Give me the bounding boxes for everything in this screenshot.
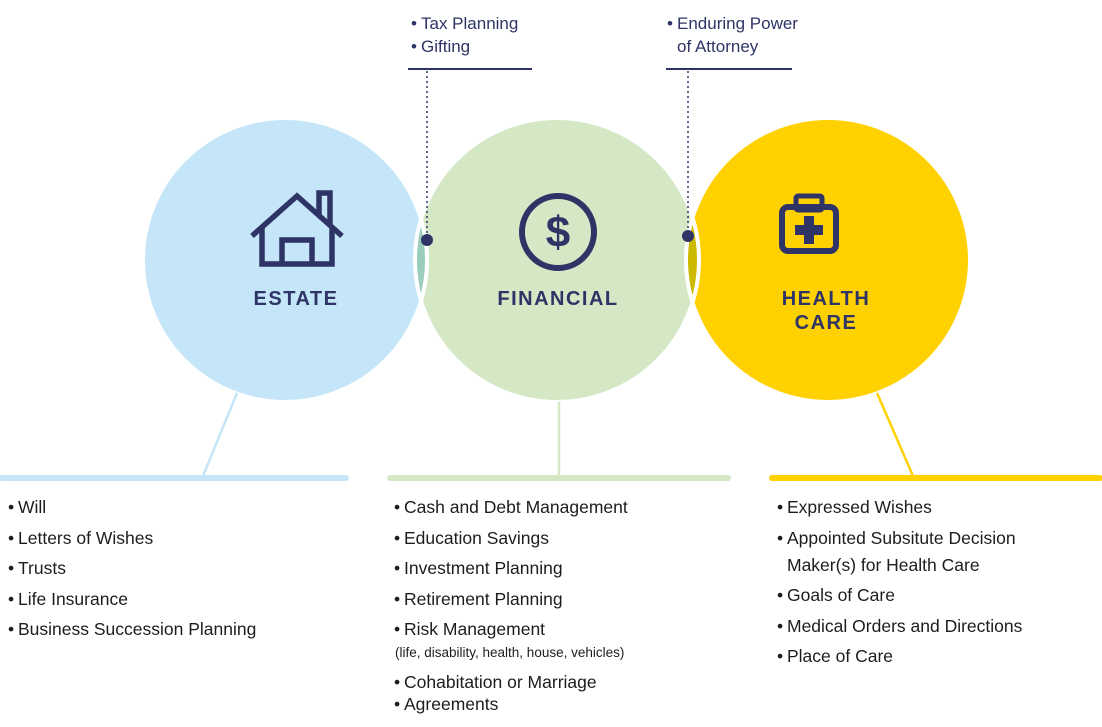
list-item: Trusts bbox=[8, 558, 256, 579]
health-label-line1: HEALTH bbox=[781, 288, 871, 310]
risk-management-detail: (life, disability, health, house, vehicl… bbox=[395, 645, 625, 661]
list-item: Investment Planning bbox=[394, 558, 628, 579]
health-connector bbox=[875, 392, 915, 477]
estate-label: ESTATE bbox=[253, 288, 339, 310]
callout-item: Enduring Power bbox=[667, 12, 798, 35]
list-item: Cash and Debt Management bbox=[394, 497, 628, 518]
financial-circle bbox=[415, 118, 699, 402]
list-item: Place of Care bbox=[777, 646, 1022, 667]
list-item: Expressed Wishes bbox=[777, 497, 1022, 518]
list-item: Cohabitation or Marriage bbox=[394, 672, 628, 693]
financial-list: Cash and Debt Management Education Savin… bbox=[394, 497, 628, 724]
estate-list: Will Letters of Wishes Trusts Life Insur… bbox=[8, 497, 256, 650]
health-care-list: Expressed Wishes Appointed Subsitute Dec… bbox=[777, 497, 1022, 677]
callout-dot-right bbox=[682, 230, 694, 242]
decision-maker-line1: Appointed Subsitute Decision bbox=[787, 527, 1016, 548]
callout-dot-left bbox=[421, 234, 433, 246]
health-care-label: HEALTH CARE bbox=[756, 287, 896, 335]
list-item: Education Savings bbox=[394, 528, 628, 549]
list-item: Goals of Care bbox=[777, 585, 1022, 606]
decision-maker-line2: Maker(s) for Health Care bbox=[787, 554, 980, 575]
svg-text:$: $ bbox=[546, 208, 570, 257]
list-item: Life Insurance bbox=[8, 589, 256, 610]
list-item: Medical Orders and Directions bbox=[777, 616, 1022, 637]
callout-item-continued: of Attorney bbox=[677, 37, 759, 56]
health-circle bbox=[686, 118, 970, 402]
financial-label: FINANCIAL bbox=[497, 288, 619, 310]
list-item: Retirement Planning bbox=[394, 589, 628, 610]
risk-management-label: Risk Management bbox=[404, 619, 546, 640]
list-item: Agreements bbox=[394, 694, 628, 715]
health-label-line2: CARE bbox=[794, 312, 858, 334]
list-item: Letters of Wishes bbox=[8, 528, 256, 549]
callout-item: Gifting bbox=[411, 35, 518, 58]
callout-item: Tax Planning bbox=[411, 12, 518, 35]
list-item-risk-management: Risk Management (life, disability, healt… bbox=[394, 619, 628, 662]
financial-health-callout: Enduring Power of Attorney bbox=[667, 12, 798, 58]
estate-connector bbox=[201, 392, 239, 477]
estate-financial-callout: Tax Planning Gifting bbox=[411, 12, 518, 58]
list-item-decision-maker: Appointed Subsitute Decision Maker(s) fo… bbox=[777, 528, 1022, 576]
house-icon bbox=[250, 190, 344, 267]
list-item: Business Succession Planning bbox=[8, 619, 256, 640]
estate-circle bbox=[143, 118, 427, 402]
list-item: Will bbox=[8, 497, 256, 518]
medical-kit-icon bbox=[779, 193, 839, 254]
dollar-icon: $ bbox=[519, 193, 597, 271]
